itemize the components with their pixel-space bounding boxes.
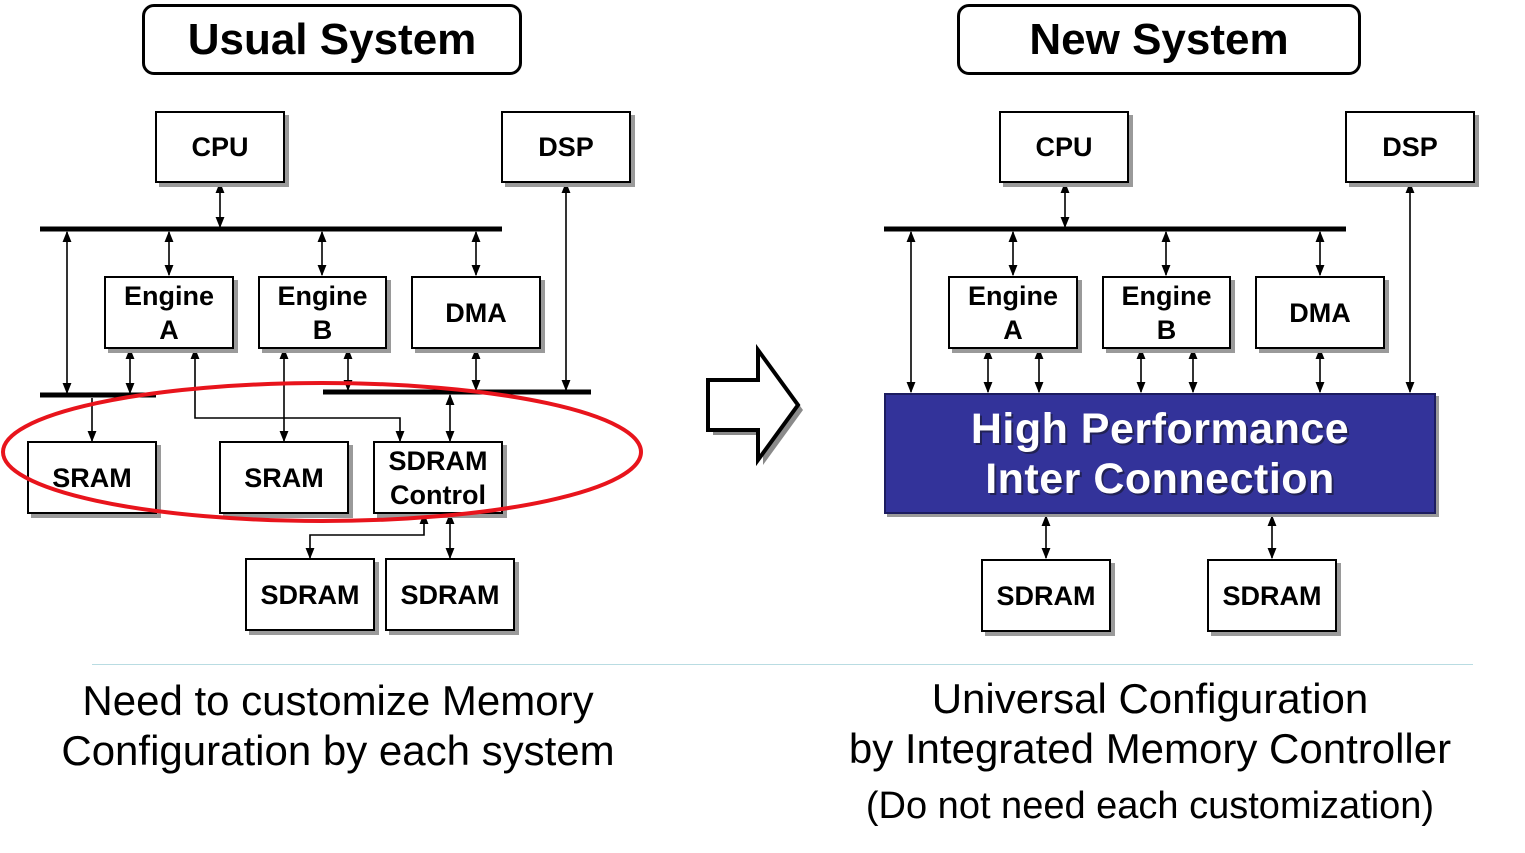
- new-dma-label: DMA: [1289, 297, 1351, 328]
- usual-dma-label: DMA: [445, 297, 507, 328]
- new-caption: Universal Configuration by Integrated Me…: [790, 674, 1510, 774]
- usual-cpu-label: CPU: [191, 132, 249, 162]
- usual-caption-line-1: Need to customize Memory: [82, 677, 594, 724]
- new-caption-line-2: by Integrated Memory Controller: [848, 725, 1452, 772]
- new-engine-b-block: Engine B: [1102, 276, 1231, 349]
- new-dma-block: DMA: [1255, 276, 1385, 349]
- transition-arrow: [706, 343, 803, 467]
- new-caption-line-1: Universal Configuration: [931, 675, 1369, 722]
- new-cpu-block: CPU: [999, 111, 1129, 183]
- new-arrows: [906, 181, 1415, 560]
- interconnect-label: High Performance Inter Connection: [970, 404, 1350, 503]
- new-system-title-text: New System: [1029, 14, 1289, 64]
- usual-sdram-1-block: SDRAM: [245, 558, 375, 631]
- new-system-title: New System: [957, 4, 1361, 75]
- usual-sram-1-label: SRAM: [52, 462, 132, 493]
- usual-sdram-2-block: SDRAM: [385, 558, 515, 631]
- usual-sdram-1-label: SDRAM: [260, 579, 360, 610]
- usual-dsp-block: DSP: [501, 111, 631, 183]
- new-engine-b-label: Engine B: [1121, 280, 1212, 345]
- usual-caption: Need to customize Memory Configuration b…: [10, 676, 666, 776]
- usual-sram-1-block: SRAM: [27, 441, 157, 514]
- usual-engine-b-block: Engine B: [258, 276, 387, 349]
- usual-sdram-control-block: SDRAM Control: [373, 441, 503, 514]
- new-cpu-label: CPU: [1035, 132, 1093, 162]
- usual-engine-a-block: Engine A: [104, 276, 234, 349]
- usual-sdram-control-label: SDRAM Control: [388, 445, 488, 510]
- usual-sram-2-label: SRAM: [244, 462, 324, 493]
- usual-engine-a-label: Engine A: [123, 280, 214, 345]
- new-dsp-label: DSP: [1382, 132, 1438, 162]
- section-divider: [92, 664, 1473, 665]
- usual-system-title: Usual System: [142, 4, 522, 75]
- new-caption-line-3: (Do not need each customization): [865, 785, 1435, 827]
- usual-sram-2-block: SRAM: [219, 441, 349, 514]
- usual-engine-b-label: Engine B: [277, 280, 368, 345]
- new-dsp-block: DSP: [1345, 111, 1475, 183]
- usual-caption-line-2: Configuration by each system: [61, 727, 615, 774]
- usual-system-title-text: Usual System: [187, 14, 477, 64]
- high-performance-interconnect-block: High Performance Inter Connection: [884, 393, 1436, 514]
- new-sdram-1-label: SDRAM: [996, 580, 1096, 611]
- new-sdram-2-label: SDRAM: [1222, 580, 1322, 611]
- new-sdram-1-block: SDRAM: [981, 559, 1111, 632]
- usual-dsp-label: DSP: [538, 132, 594, 162]
- usual-cpu-block: CPU: [155, 111, 285, 183]
- usual-dma-block: DMA: [411, 276, 541, 349]
- usual-sdram-2-label: SDRAM: [400, 579, 500, 610]
- new-engine-a-block: Engine A: [948, 276, 1078, 349]
- new-sdram-2-block: SDRAM: [1207, 559, 1337, 632]
- new-engine-a-label: Engine A: [967, 280, 1058, 345]
